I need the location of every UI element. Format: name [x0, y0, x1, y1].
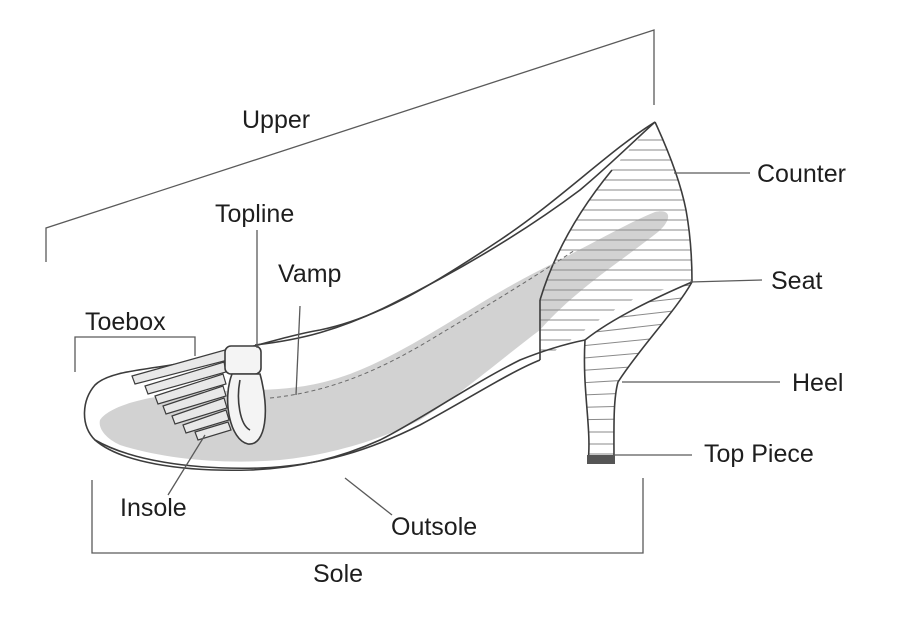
seat-leader: [689, 279, 763, 283]
sole-bracket: [91, 478, 644, 554]
shoe-outline: [583, 121, 693, 463]
vamp-stitching: [269, 249, 576, 399]
bow-ornament: [224, 345, 267, 445]
label-counter: Counter: [757, 160, 846, 188]
label-seat: Seat: [771, 267, 822, 295]
label-insole: Insole: [120, 494, 187, 522]
vamp-leader: [295, 305, 301, 396]
label-vamp: Vamp: [278, 260, 341, 288]
toe-fringe: [131, 349, 232, 441]
leader-lines: [45, 29, 780, 554]
label-outsole: Outsole: [391, 513, 477, 541]
sole-outline: [83, 121, 656, 472]
upper-bracket: [45, 29, 655, 262]
label-upper: Upper: [242, 106, 310, 134]
seat-edge: [539, 169, 613, 301]
topline-edge: [254, 121, 656, 346]
label-topline: Topline: [215, 200, 294, 228]
outsole-leader: [344, 477, 393, 516]
toebox-bracket: [74, 336, 196, 372]
label-top-piece: Top Piece: [704, 440, 814, 468]
heel-hatching: [584, 282, 692, 455]
insole-leader: [167, 434, 206, 496]
label-heel: Heel: [792, 369, 843, 397]
label-sole: Sole: [313, 560, 363, 588]
label-toebox: Toebox: [85, 308, 166, 336]
outsole-edge: [94, 359, 541, 470]
top-piece: [587, 455, 615, 464]
